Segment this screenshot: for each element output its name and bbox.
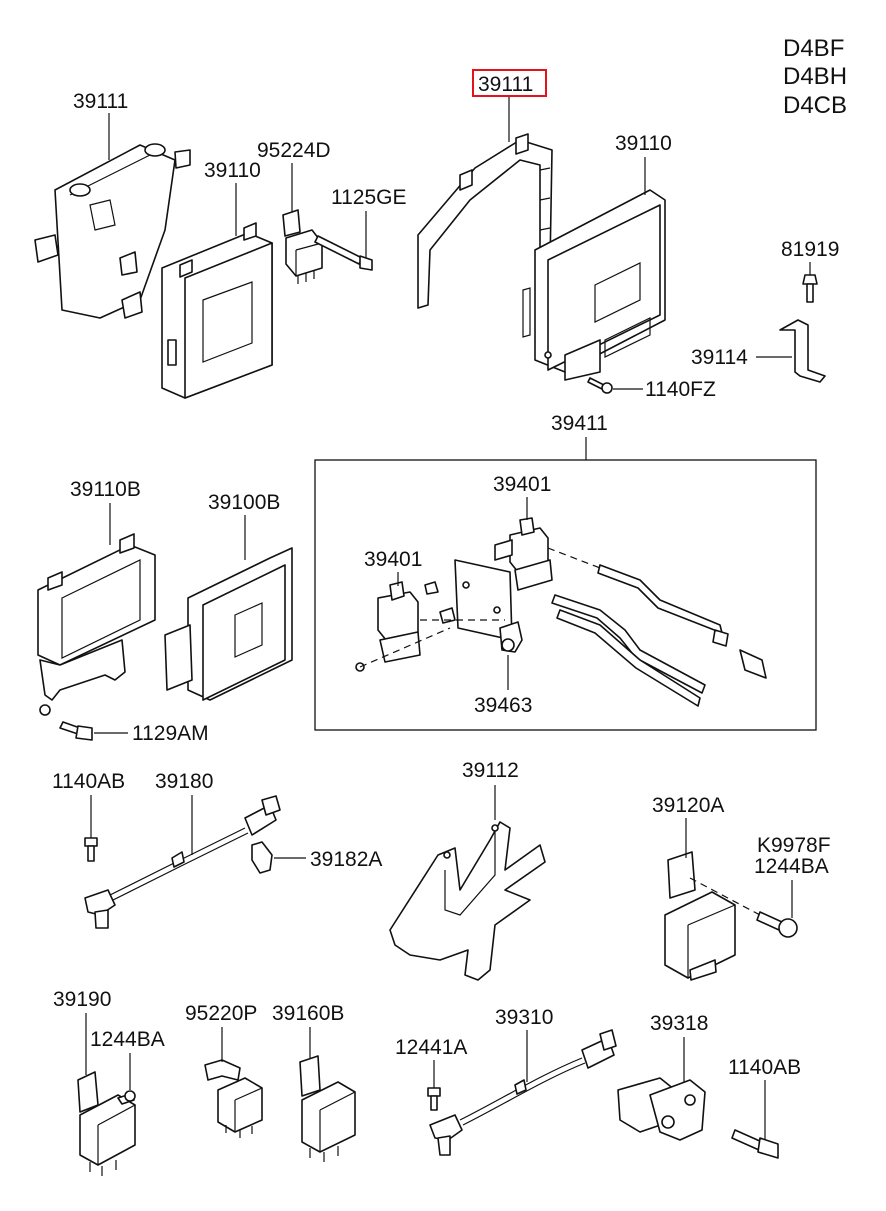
label-39160B: 39160B — [272, 1002, 344, 1025]
group-box-39411 — [314, 459, 817, 731]
part-95224D-relay[interactable] — [282, 209, 323, 284]
part-39160B-relay[interactable] — [299, 1055, 356, 1162]
engine-codes: D4BF D4BH D4CB — [783, 35, 847, 119]
label-39114: 39114 — [691, 346, 748, 369]
label-39318: 39318 — [650, 1012, 708, 1035]
part-39190-relay[interactable] — [77, 1071, 136, 1176]
engine-code-1: D4BF — [783, 35, 844, 62]
label-39463: 39463 — [474, 694, 532, 717]
part-81919-screw[interactable] — [802, 274, 818, 303]
part-39120A-module[interactable] — [664, 851, 736, 981]
label-1140AB-right: 1140AB — [728, 1056, 801, 1079]
part-1140AB-left-bolt[interactable] — [84, 837, 98, 862]
part-39111-left-bracket[interactable] — [34, 143, 191, 319]
label-39100B: 39100B — [208, 491, 280, 514]
label-K9978F: K9978F — [757, 834, 831, 857]
label-39411: 39411 — [551, 412, 608, 435]
vacuum-hoses[interactable] — [551, 564, 767, 707]
label-1125GE: 1125GE — [331, 186, 407, 209]
part-12441A-bolt[interactable] — [427, 1087, 441, 1111]
part-39114-clip[interactable] — [779, 319, 826, 383]
label-39110B: 39110B — [70, 478, 141, 501]
label-1129AM: 1129AM — [132, 722, 209, 745]
label-39180: 39180 — [155, 770, 213, 793]
part-1140FZ-screw[interactable] — [587, 377, 613, 394]
label-39401-top: 39401 — [493, 473, 551, 496]
label-39182A: 39182A — [310, 848, 382, 871]
label-1140FZ: 1140FZ — [645, 378, 716, 401]
label-39190: 39190 — [53, 988, 111, 1011]
part-39318-sensor[interactable] — [617, 1077, 706, 1141]
label-39120A: 39120A — [652, 794, 724, 817]
label-39110-large: 39110 — [615, 132, 672, 155]
engine-code-2: D4BH — [783, 63, 847, 90]
part-39401-top-valve[interactable] — [494, 517, 553, 591]
part-39110B-ecu[interactable] — [37, 533, 156, 716]
label-1244BA-right: 1244BA — [754, 855, 829, 878]
label-95220P: 95220P — [185, 1002, 257, 1025]
label-1140AB-left: 1140AB — [52, 770, 125, 793]
label-81919: 81919 — [781, 238, 839, 261]
part-39110-small-ecu[interactable] — [161, 222, 273, 399]
part-1244BA-left-screw[interactable] — [117, 1090, 136, 1105]
part-39100B-ecu[interactable] — [164, 547, 293, 701]
label-39111-left: 39111 — [73, 90, 128, 113]
part-39110-large-ecu[interactable] — [522, 189, 666, 381]
label-95224D: 95224D — [257, 139, 331, 162]
part-95220P-relay[interactable] — [204, 1059, 263, 1138]
part-1129AM-bolt[interactable] — [59, 721, 93, 741]
part-39401-left-valve[interactable] — [355, 581, 456, 672]
part-39111-main-bracket[interactable] — [417, 133, 553, 309]
label-39110-small: 39110 — [204, 159, 261, 182]
label-12441A: 12441A — [395, 1036, 467, 1059]
part-39310-sensor[interactable] — [429, 1029, 617, 1156]
label-1244BA-left: 1244BA — [90, 1028, 165, 1051]
part-39180-sensor[interactable] — [84, 795, 281, 929]
part-1244BA-right-screw[interactable] — [689, 877, 798, 938]
part-1125GE-bolt[interactable] — [314, 235, 373, 271]
part-39463-sensor[interactable] — [499, 621, 523, 653]
label-39112: 39112 — [462, 759, 519, 782]
part-1140AB-right-bolt[interactable] — [731, 1129, 779, 1159]
label-39310: 39310 — [495, 1006, 553, 1029]
label-39401-left: 39401 — [364, 548, 422, 571]
label-39111-highlight: 39111 — [478, 73, 533, 96]
highlight-box-39111 — [472, 69, 547, 97]
part-39182A-clip[interactable] — [251, 841, 273, 874]
engine-code-3: D4CB — [783, 92, 847, 119]
part-39112-bracket[interactable] — [389, 821, 546, 981]
